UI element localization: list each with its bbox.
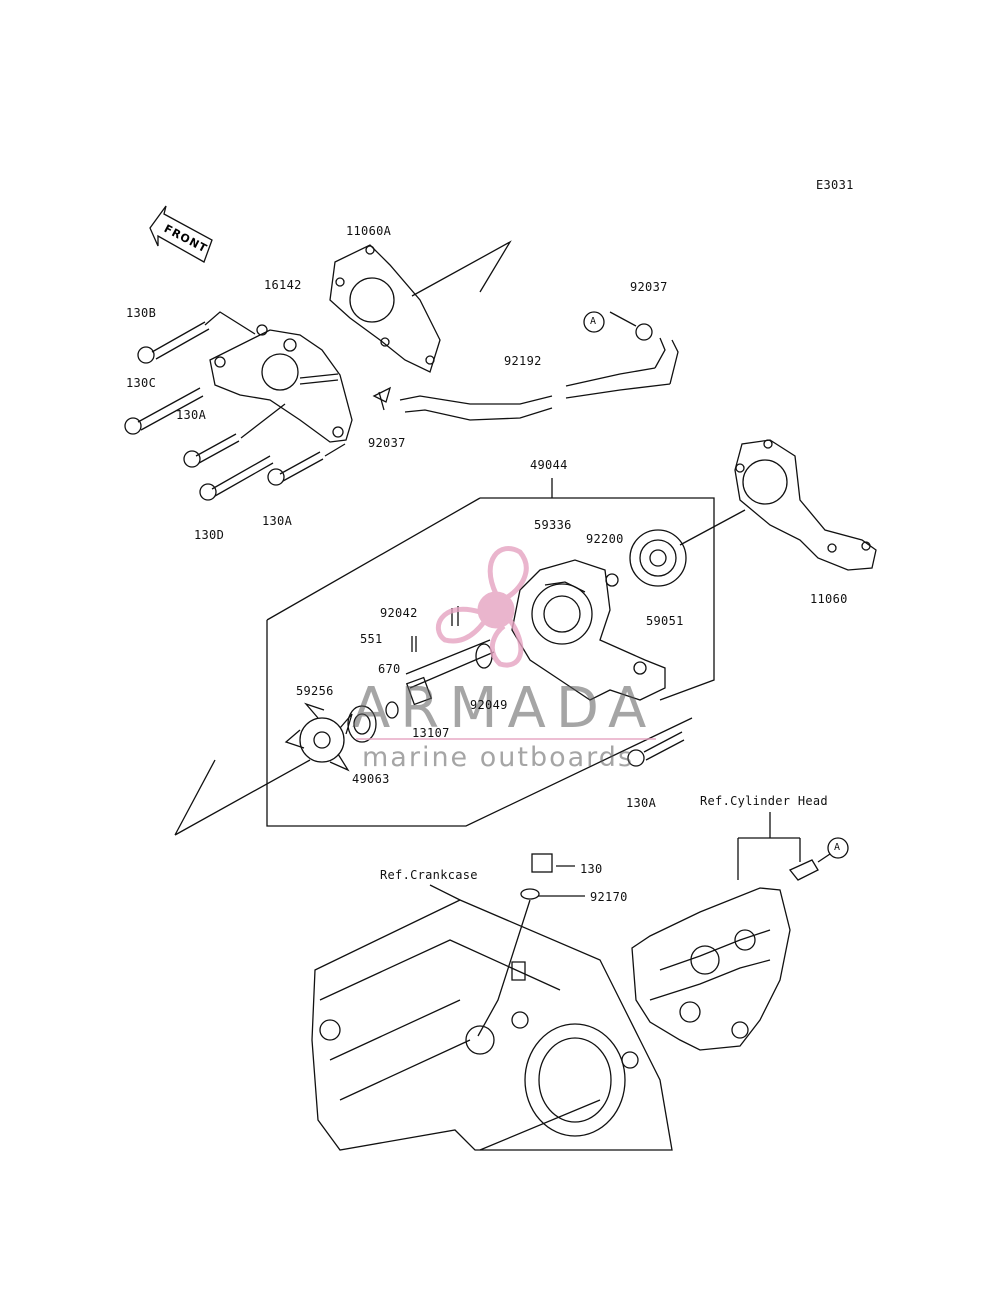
- callout-670: 670: [378, 662, 401, 676]
- callout-92192: 92192: [504, 354, 542, 368]
- callout-551: 551: [360, 632, 383, 646]
- watermark-rule: [356, 738, 656, 740]
- callout-59336: 59336: [534, 518, 572, 532]
- callout-130C: 130C: [126, 376, 157, 390]
- callout-92049: 92049: [470, 698, 508, 712]
- callout-130D: 130D: [194, 528, 225, 542]
- bolt-130A-top: [195, 433, 240, 464]
- callout-92037-low: 92037: [368, 436, 406, 450]
- callout-130A-top: 130A: [176, 408, 207, 422]
- callout-92170: 92170: [590, 890, 628, 904]
- watermark-title: ARMADA: [352, 676, 657, 741]
- pin-551: [411, 636, 417, 652]
- pump-body-59336: [511, 559, 666, 701]
- callout-130A-bot: 130A: [626, 796, 657, 810]
- gasket-11060: [734, 439, 877, 571]
- ref-marker-a-top: A: [590, 316, 597, 327]
- ref-marker-a-bot: A: [834, 842, 841, 853]
- bolt-130D: [211, 455, 274, 497]
- watermark-subtitle: marine outboards: [362, 742, 635, 773]
- watermark-logo-icon: [435, 546, 529, 668]
- callout-ref-crankcase: Ref.Crankcase: [380, 868, 478, 882]
- callout-16142: 16142: [264, 278, 302, 292]
- diagram-code: E3031: [816, 178, 854, 192]
- callout-ref-cylinder-head: Ref.Cylinder Head: [700, 794, 828, 808]
- callout-49044: 49044: [530, 458, 568, 472]
- callout-130A-mid: 130A: [262, 514, 293, 528]
- callout-59256: 59256: [296, 684, 334, 698]
- callout-59051: 59051: [646, 614, 684, 628]
- crankcase: [311, 899, 673, 1151]
- callout-130: 130: [580, 862, 603, 876]
- callout-92037-top: 92037: [630, 280, 668, 294]
- bolt-130A-mid: [279, 451, 324, 482]
- callout-92042: 92042: [380, 606, 418, 620]
- gasket-11060A: [329, 244, 441, 373]
- callout-11060A: 11060A: [346, 224, 392, 238]
- bolt-130: [531, 853, 553, 873]
- impeller-59256: [299, 717, 345, 763]
- seal-49063: [347, 705, 377, 743]
- pump-cover-16142: [209, 329, 353, 443]
- bolt-130A-bot: [643, 731, 685, 761]
- o-ring-670: [385, 701, 399, 719]
- bolt-130B: [151, 321, 210, 360]
- callout-13107: 13107: [412, 726, 450, 740]
- callout-49063: 49063: [352, 772, 390, 786]
- gear-59051: [629, 529, 687, 587]
- hose-92192: [399, 395, 553, 421]
- collar-13107: [405, 676, 433, 706]
- washer-92170: [520, 888, 540, 900]
- bolt-130C: [137, 387, 204, 431]
- callout-92200: 92200: [586, 532, 624, 546]
- cylinder-head: [631, 887, 791, 1051]
- callout-130B: 130B: [126, 306, 157, 320]
- front-arrow: [149, 205, 213, 263]
- frame-49044: [266, 497, 715, 827]
- callout-11060: 11060: [810, 592, 848, 606]
